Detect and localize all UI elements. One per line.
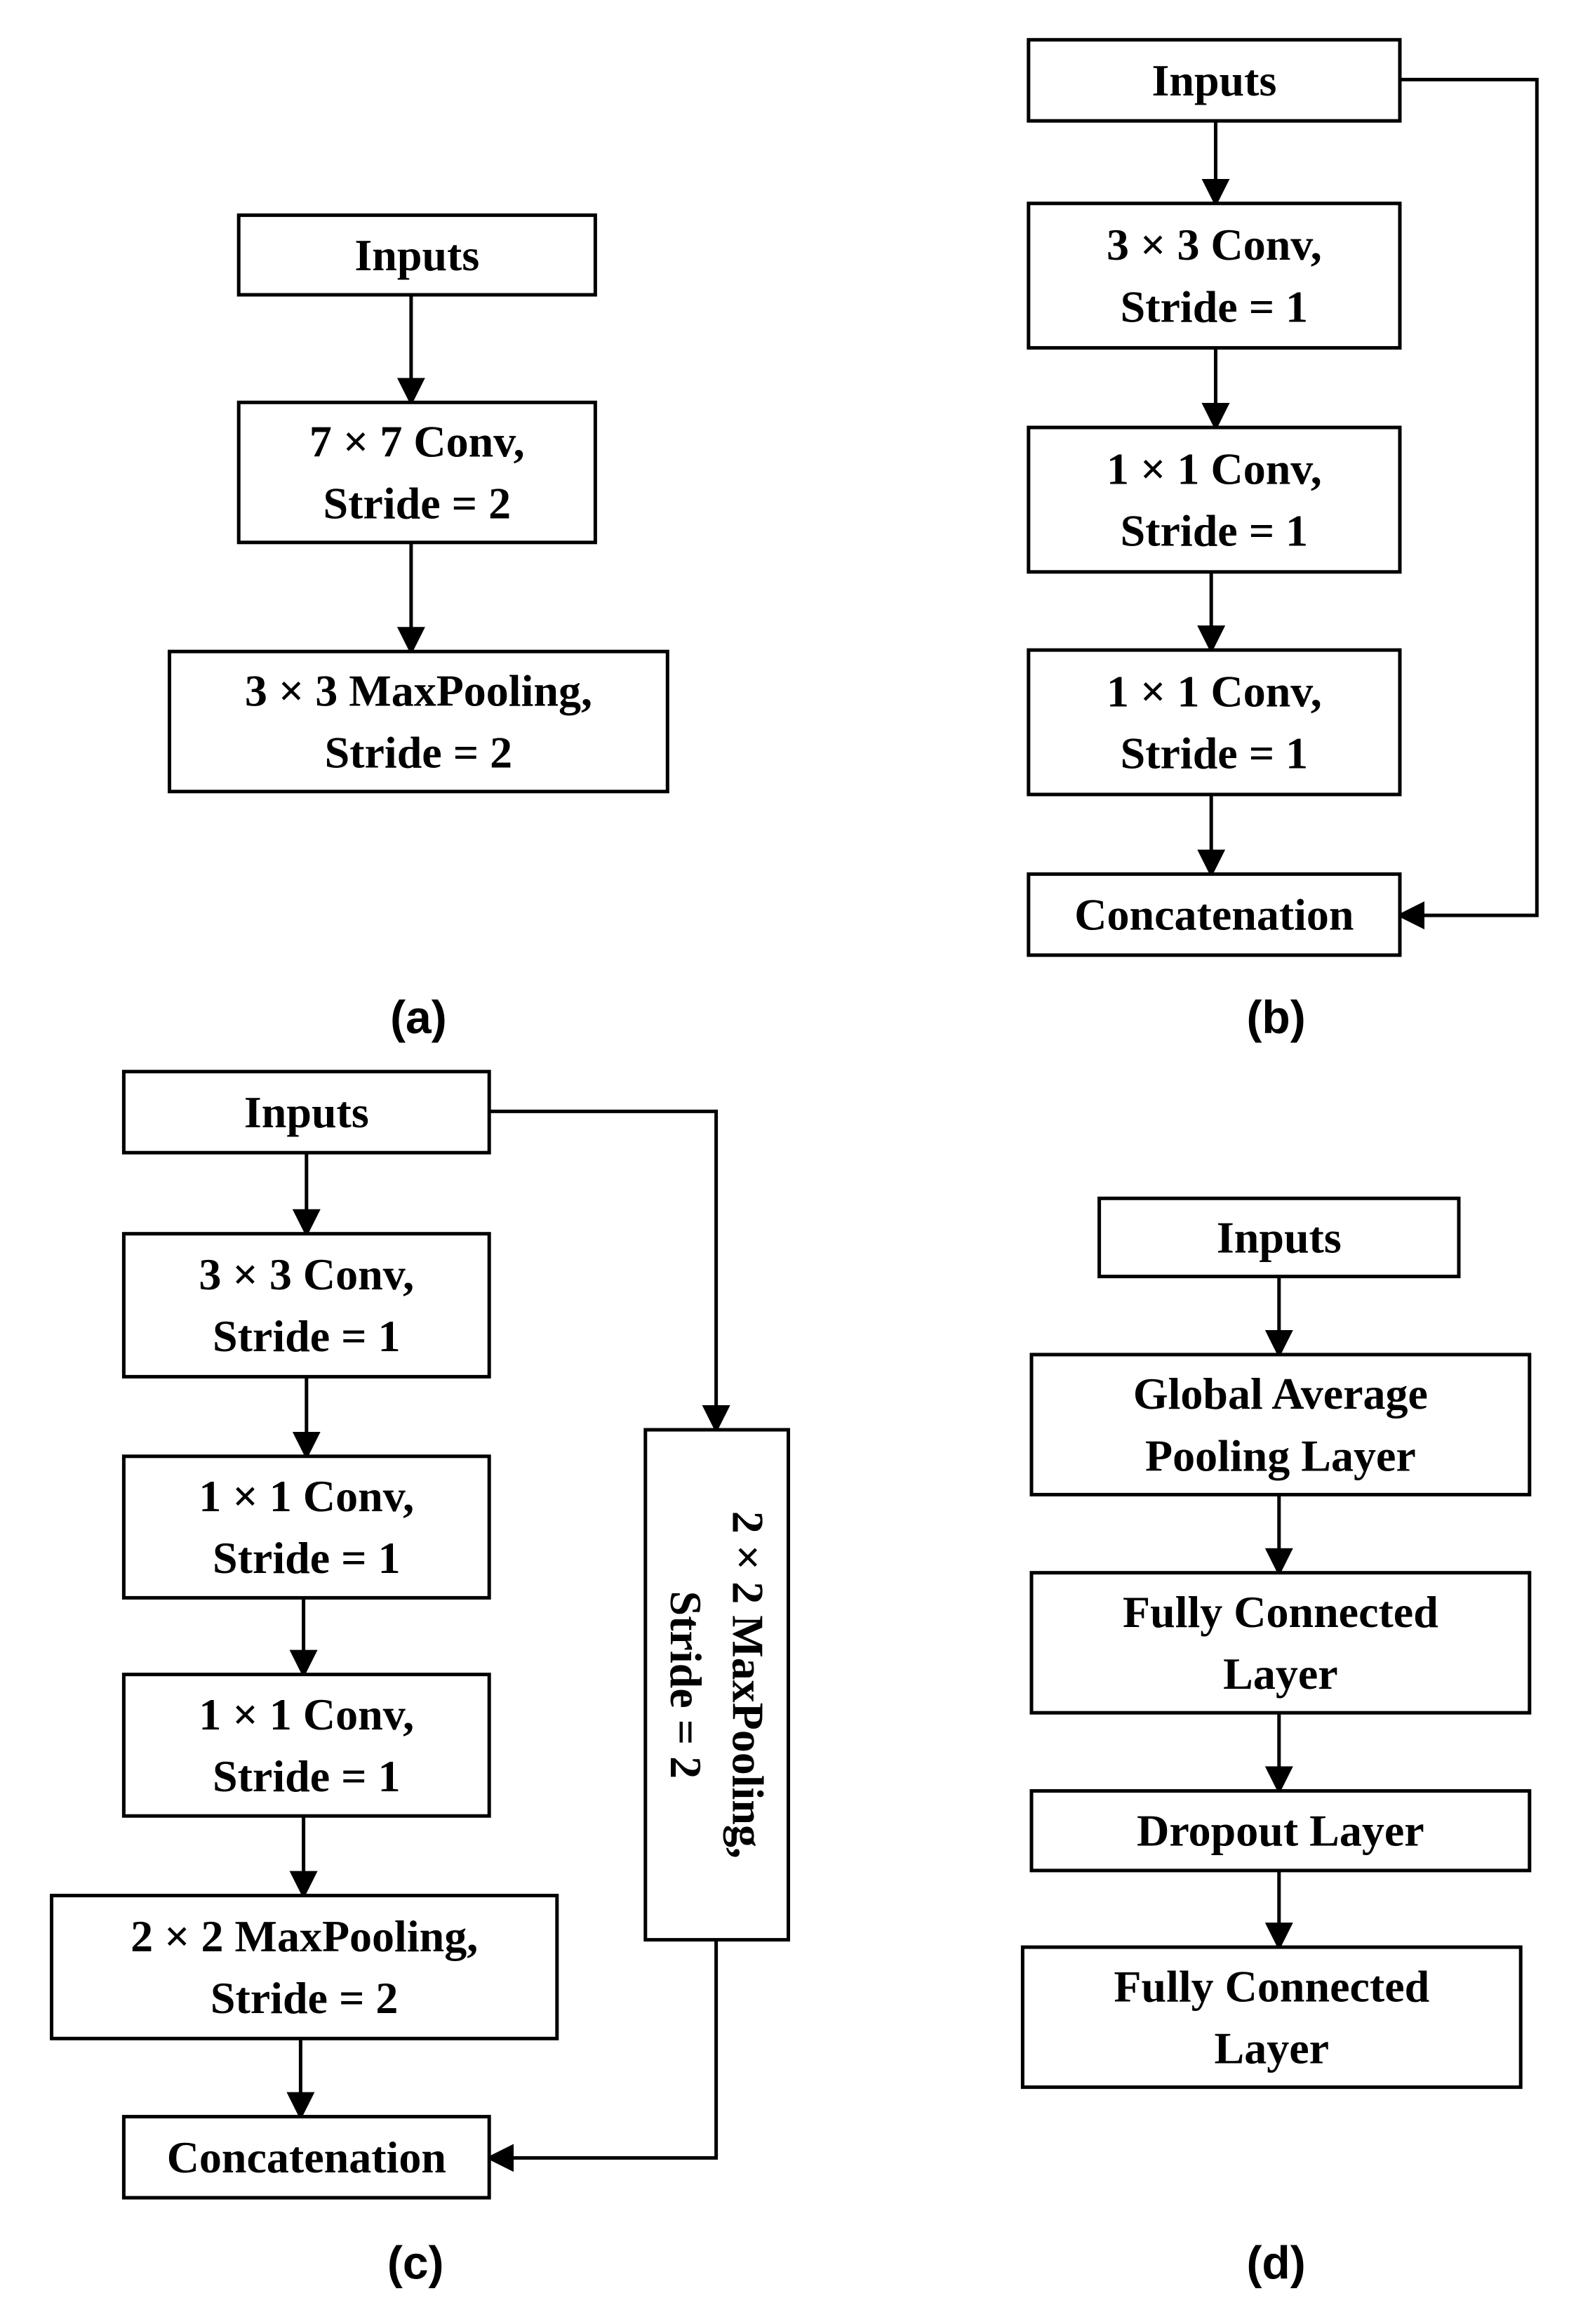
node-box <box>50 1894 559 2040</box>
arrow-b-7 <box>1396 77 1539 930</box>
node-box <box>1029 1353 1532 1496</box>
node-label-line: Concatenation <box>1074 890 1354 940</box>
node-b-conv1a: 1 × 1 Conv, Stride = 1 <box>1027 425 1402 574</box>
caption-a: (a) <box>390 991 447 1043</box>
node-label-line: Stride = 1 <box>1121 729 1309 778</box>
node-label-line: 1 × 1 Conv, <box>1107 666 1322 716</box>
node-box <box>1027 201 1402 350</box>
node-c-inputs: Inputs <box>121 1070 491 1155</box>
node-box <box>1027 425 1402 574</box>
node-label-line: Stride = 1 <box>1121 281 1309 331</box>
node-label-line: Fully Connected <box>1114 1961 1429 2011</box>
node-label-line: 1 × 1 Conv, <box>1107 444 1322 493</box>
node-b-inputs: Inputs <box>1027 38 1402 123</box>
node-label-line: 3 × 3 Conv, <box>199 1249 414 1299</box>
node-label-line: Inputs <box>1151 55 1276 105</box>
node-c-conv1a: 1 × 1 Conv, Stride = 1 <box>121 1454 491 1600</box>
node-c-conv3: 3 × 3 Conv, Stride = 1 <box>121 1232 491 1379</box>
node-box <box>121 1070 491 1155</box>
caption-b: (b) <box>1246 991 1305 1043</box>
node-label-line: Concatenation <box>167 2132 446 2182</box>
node-box <box>1020 1945 1523 2090</box>
node-box <box>236 213 597 297</box>
caption-d: (d) <box>1246 2237 1305 2289</box>
node-label-line: Inputs <box>1217 1212 1342 1262</box>
node-box <box>236 400 597 545</box>
node-box <box>643 1428 790 1942</box>
node-label-line: Stride = 2 <box>323 479 512 529</box>
node-box <box>121 1232 491 1379</box>
edges-layer <box>286 77 1539 2172</box>
node-d-dropout: Dropout Layer <box>1029 1789 1532 1873</box>
node-a-maxpool3: 3 × 3 MaxPooling, Stride = 2 <box>168 649 669 794</box>
caption-c: (c) <box>387 2237 444 2289</box>
node-box <box>168 649 669 794</box>
node-label-line: 2 × 2 MaxPooling, <box>131 1911 478 1961</box>
node-label-line: 2 × 2 MaxPooling, <box>723 1511 773 1859</box>
node-a-conv7: 7 × 7 Conv, Stride = 2 <box>236 400 597 545</box>
node-b-concat: Concatenation <box>1027 872 1402 957</box>
node-label-line: 7 × 7 Conv, <box>309 416 525 466</box>
node-label-line: Global Average <box>1133 1369 1428 1419</box>
node-box <box>1029 1571 1532 1715</box>
node-box <box>121 1673 491 1818</box>
node-label-line: 3 × 3 Conv, <box>1107 220 1322 270</box>
node-label-line: Dropout Layer <box>1137 1806 1424 1856</box>
node-c-maxpool2: 2 × 2 MaxPooling, Stride = 2 <box>50 1894 559 2040</box>
node-a-inputs: Inputs <box>236 213 597 297</box>
node-box <box>1027 648 1402 797</box>
node-label-line: 1 × 1 Conv, <box>199 1689 414 1739</box>
node-box <box>1097 1196 1461 1279</box>
node-label-line: Inputs <box>354 230 479 280</box>
node-box <box>121 1454 491 1600</box>
captions-layer: (a) (b) (c) (d) <box>387 991 1306 2289</box>
node-label-line: Stride = 2 <box>211 1973 399 2023</box>
node-label-line: Stride = 2 <box>661 1591 711 1779</box>
node-label-line: Stride = 1 <box>213 1751 401 1801</box>
node-box <box>1029 1789 1532 1873</box>
arrow-c-13 <box>489 1109 730 1433</box>
node-b-conv3: 3 × 3 Conv, Stride = 1 <box>1027 201 1402 350</box>
node-d-inputs: Inputs <box>1097 1196 1461 1279</box>
node-label-line: Layer <box>1215 2023 1330 2073</box>
node-label-line: Stride = 1 <box>1121 506 1309 556</box>
node-label-line: Stride = 1 <box>213 1311 401 1361</box>
node-c-conv1b: 1 × 1 Conv, Stride = 1 <box>121 1673 491 1818</box>
node-label-line: Stride = 1 <box>213 1533 401 1583</box>
node-label-line: Inputs <box>244 1087 369 1137</box>
node-box <box>121 2115 491 2200</box>
node-c-branch_maxpool2: 2 × 2 MaxPooling,Stride = 2 <box>643 1428 790 1942</box>
node-label-line: Stride = 2 <box>325 728 513 778</box>
node-box <box>1027 38 1402 123</box>
node-label-line: 1 × 1 Conv, <box>199 1471 414 1521</box>
node-label-line: Layer <box>1223 1649 1338 1699</box>
node-label-line: Pooling Layer <box>1145 1430 1416 1480</box>
arrow-c-14 <box>486 1939 719 2172</box>
node-c-concat: Concatenation <box>121 2115 491 2200</box>
node-label-line: 3 × 3 MaxPooling, <box>245 665 592 715</box>
node-b-conv1b: 1 × 1 Conv, Stride = 1 <box>1027 648 1402 797</box>
node-label-line: Fully Connected <box>1123 1587 1438 1637</box>
node-box <box>1027 872 1402 957</box>
